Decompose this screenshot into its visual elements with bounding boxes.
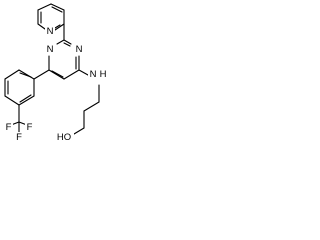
bond	[63, 42, 71, 47]
bond	[63, 69, 80, 80]
bond	[63, 39, 72, 45]
atom-label-n-pyrimidine-bottom: N	[76, 44, 83, 55]
bond	[73, 127, 85, 135]
bond	[18, 95, 35, 106]
bond	[54, 23, 65, 31]
atom-label-hydroxyl: HO	[57, 132, 71, 143]
atom-label-amine-h: H	[100, 69, 107, 80]
bond	[83, 101, 100, 112]
atom-label-n-pyridine: N	[47, 26, 54, 37]
molecule-structure-diagram: N N N N H HO F F F	[4, 3, 108, 143]
bond	[50, 3, 65, 11]
atom-label-fluorine-bottom: F	[16, 132, 22, 143]
bond	[51, 6, 63, 13]
bond	[48, 69, 65, 80]
bond	[19, 72, 32, 78]
atom-label-layer: N N N N H HO F F F	[4, 26, 108, 143]
bond	[78, 69, 89, 76]
bond	[37, 3, 52, 11]
bond	[56, 39, 65, 45]
atom-label-fluorine-right: F	[27, 122, 33, 133]
bond	[37, 23, 46, 30]
atom-label-amine-n: N	[90, 69, 97, 80]
bond	[51, 70, 64, 78]
bond-layer	[4, 3, 100, 135]
bond	[33, 69, 50, 80]
bond	[4, 95, 20, 106]
atom-label-n-pyrimidine-top: N	[47, 44, 54, 55]
bond	[18, 69, 35, 80]
atom-label-fluorine-left: F	[6, 122, 12, 133]
bond	[4, 69, 20, 80]
bond	[19, 94, 32, 103]
bond	[54, 24, 61, 29]
